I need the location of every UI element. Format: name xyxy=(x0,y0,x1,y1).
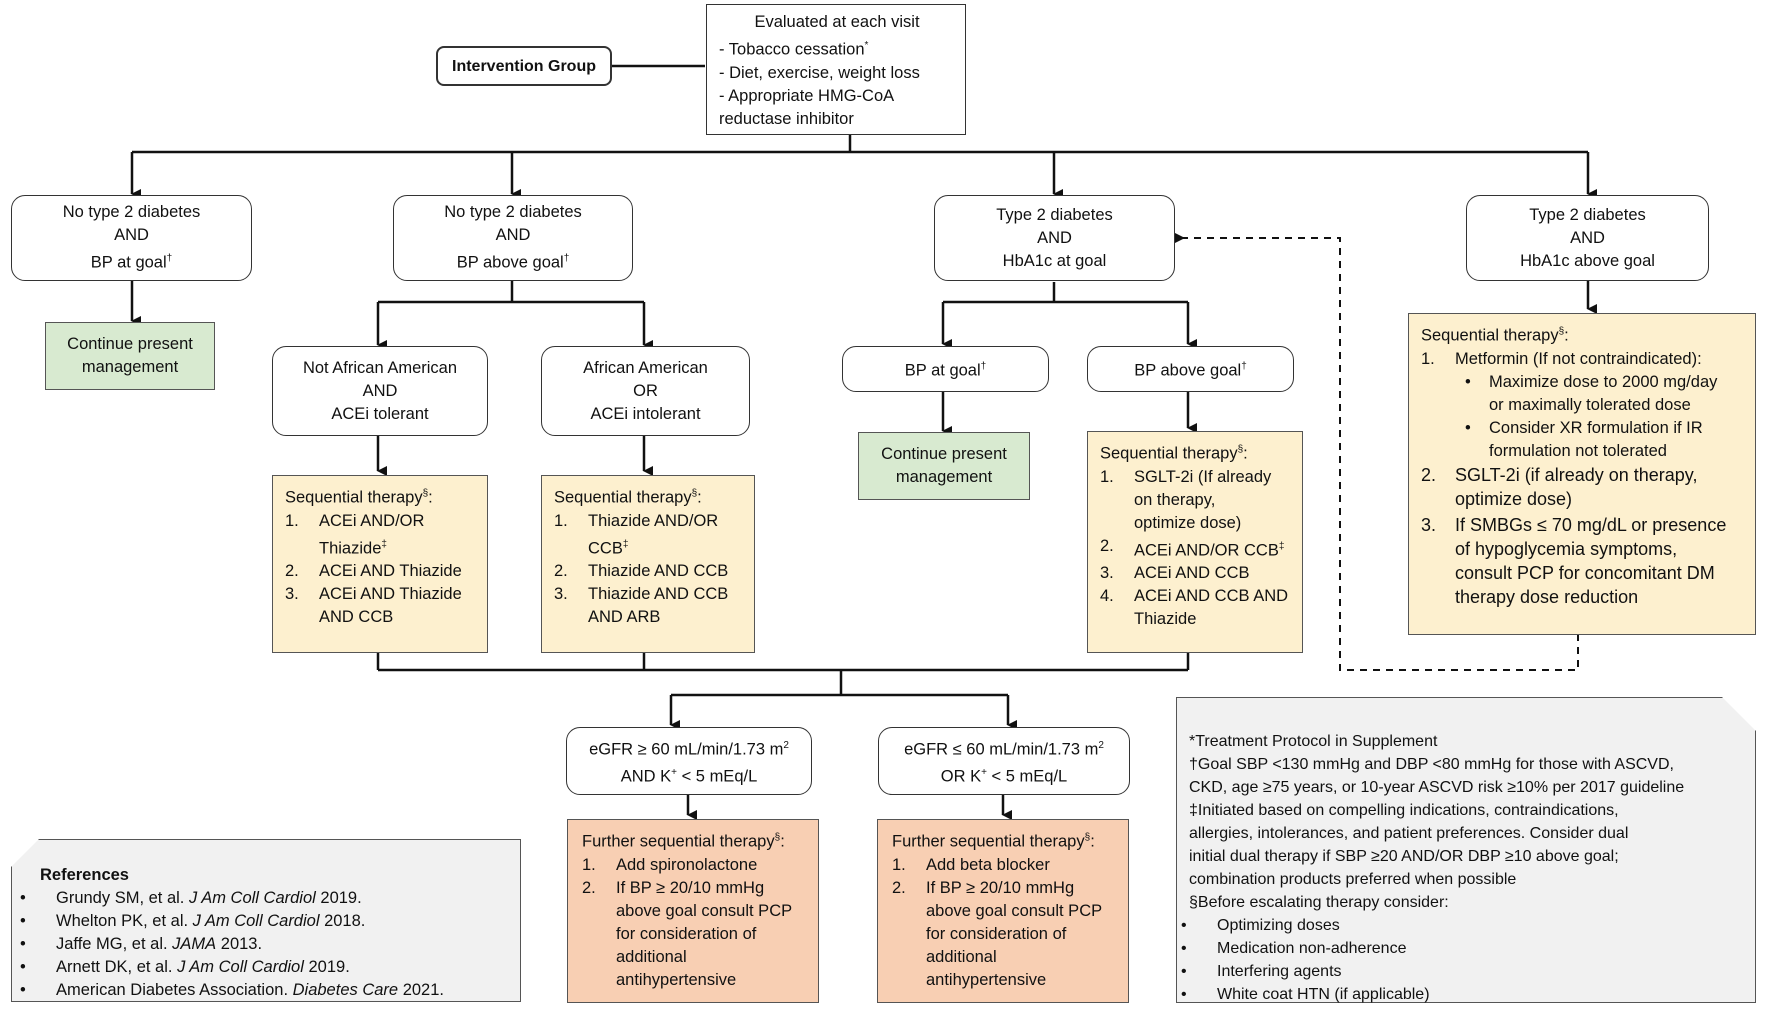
category-line: Type 2 diabetes xyxy=(996,205,1113,224)
continue-line: management xyxy=(895,468,993,486)
therapy-step: 2.Thiazide AND CCB xyxy=(554,562,729,580)
note-protocol: *Treatment Protocol in Supplement xyxy=(1189,733,1438,750)
decision-line: Not African American xyxy=(302,358,458,377)
evaluation-line-statin: - Appropriate HMG-CoA xyxy=(719,86,895,105)
further-therapy-title: Further sequential therapy§: xyxy=(892,832,1095,851)
references-box: References Grundy SM, et al. J Am Coll C… xyxy=(11,839,521,1002)
sequential-therapy-title: Sequential therapy§: xyxy=(1100,444,1248,463)
decision-line: African American xyxy=(583,358,708,377)
category-diabetes-hba1c-at-goal: Type 2 diabetes AND HbA1c at goal xyxy=(934,195,1175,281)
bp-above-goal-box: BP above goal† xyxy=(1087,346,1294,392)
reference-item: Grundy SM, et al. J Am Coll Cardiol 2019… xyxy=(16,887,508,910)
sequential-therapy-title: Sequential therapy§: xyxy=(554,488,702,507)
continue-line: management xyxy=(81,358,179,376)
note-initiated: ‡Initiated based on compelling indicatio… xyxy=(1189,802,1629,888)
decision-line: AND xyxy=(362,381,398,400)
further-therapy-high: Further sequential therapy§: 1.Add spiro… xyxy=(567,819,819,1003)
evaluation-line-statin-cont: reductase inhibitor xyxy=(719,109,854,128)
reference-item: Whelton PK, et al. J Am Coll Cardiol 201… xyxy=(16,910,508,933)
bp-above-goal-label: BP above goal† xyxy=(1134,361,1247,380)
sequential-therapy-hba1c-above-goal: Sequential therapy§: 1.Metformin (If not… xyxy=(1408,313,1756,635)
category-line: BP above goal† xyxy=(456,253,570,272)
category-line: No type 2 diabetes xyxy=(62,203,201,222)
category-diabetes-hba1c-above-goal: Type 2 diabetes AND HbA1c above goal xyxy=(1466,195,1709,281)
decision-line: OR xyxy=(633,381,658,400)
decision-line: ACEi tolerant xyxy=(331,404,429,423)
reference-item: Jaffe MG, et al. JAMA 2013. xyxy=(16,933,508,956)
category-line: No type 2 diabetes xyxy=(444,203,582,222)
category-line: AND xyxy=(114,226,149,245)
therapy-step: 1.Add spironolactone xyxy=(582,855,758,874)
sequential-therapy-title: Sequential therapy§: xyxy=(285,488,433,507)
evaluation-line-diet: - Diet, exercise, weight loss xyxy=(719,63,920,82)
category-line: AND xyxy=(1037,228,1072,247)
category-line: Type 2 diabetes xyxy=(1529,205,1646,224)
notes-box: *Treatment Protocol in Supplement †Goal … xyxy=(1176,697,1756,1003)
decision-line: ACEi intolerant xyxy=(590,404,701,423)
african-american-box: African American OR ACEi intolerant xyxy=(541,346,750,436)
sequential-therapy-bp-above-goal: Sequential therapy§: 1.SGLT-2i (If alrea… xyxy=(1087,431,1303,653)
category-no-diabetes-bp-at-goal: No type 2 diabetes AND BP at goal† xyxy=(11,195,252,281)
note-escalation: §Before escalating therapy consider: xyxy=(1189,894,1449,911)
evaluation-title: Evaluated at each visit xyxy=(754,13,920,31)
references-title: References xyxy=(40,866,129,884)
category-line: HbA1c above goal xyxy=(1520,251,1655,270)
sequential-therapy-title: Sequential therapy§: xyxy=(1421,326,1569,345)
category-line: BP at goal† xyxy=(90,253,173,272)
therapy-substep: Consider XR formulation if IRformulation… xyxy=(1455,417,1743,463)
reference-item: Arnett DK, et al. J Am Coll Cardiol 2019… xyxy=(16,956,508,979)
egfr-line: eGFR ≥ 60 mL/min/1.73 m2 xyxy=(589,739,789,759)
bp-at-goal-box: BP at goal† xyxy=(842,346,1049,392)
therapy-step: 2.SGLT-2i (if already on therapy,optimiz… xyxy=(1421,464,1698,509)
egfr-line: AND K+ < 5 mEq/L xyxy=(620,767,758,786)
therapy-step: 3.ACEi AND CCB xyxy=(1100,564,1250,582)
not-african-american-box: Not African American AND ACEi tolerant xyxy=(272,346,488,436)
egfr-low-box: eGFR ≤ 60 mL/min/1.73 m2 OR K+ < 5 mEq/L xyxy=(878,727,1130,795)
continue-line: Continue present xyxy=(67,335,193,353)
therapy-step: 2.ACEi AND Thiazide xyxy=(285,562,462,580)
note-bullet: Medication non-adherence xyxy=(1177,937,1745,960)
therapy-step: 2.ACEi AND/OR CCB‡ xyxy=(1100,536,1285,560)
continue-line: Continue present xyxy=(881,445,1007,463)
note-bullet: White coat HTN (if applicable) xyxy=(1177,983,1745,1006)
category-line: AND xyxy=(495,226,531,245)
intervention-group-label: Intervention Group xyxy=(452,57,596,75)
reference-item: American Diabetes Association. Diabetes … xyxy=(16,979,508,1002)
therapy-step: 1.Add beta blocker xyxy=(892,855,1050,874)
category-line: HbA1c at goal xyxy=(1002,251,1107,270)
egfr-high-box: eGFR ≥ 60 mL/min/1.73 m2 AND K+ < 5 mEq/… xyxy=(566,727,812,795)
evaluation-line-tobacco: - Tobacco cessation* xyxy=(719,40,869,59)
note-bullet: Interfering agents xyxy=(1177,960,1745,983)
egfr-line: OR K+ < 5 mEq/L xyxy=(940,767,1068,786)
continue-management-box-1: Continue present management xyxy=(45,322,215,390)
evaluation-box: Evaluated at each visit - Tobacco cessat… xyxy=(706,4,966,135)
category-line: AND xyxy=(1570,228,1605,247)
note-goal: †Goal SBP <130 mmHg and DBP <80 mmHg for… xyxy=(1189,756,1685,796)
therapy-step: 1.Metformin (If not contraindicated): Ma… xyxy=(1421,348,1743,463)
further-therapy-low: Further sequential therapy§: 1.Add beta … xyxy=(877,819,1129,1003)
category-no-diabetes-bp-above-goal: No type 2 diabetes AND BP above goal† xyxy=(393,195,633,281)
note-bullet: Optimizing doses xyxy=(1177,914,1745,937)
egfr-line: eGFR ≤ 60 mL/min/1.73 m2 xyxy=(904,739,1104,759)
further-therapy-title: Further sequential therapy§: xyxy=(582,832,785,851)
intervention-group-box: Intervention Group xyxy=(436,46,612,86)
bp-at-goal-label: BP at goal† xyxy=(904,361,987,380)
continue-management-box-2: Continue present management xyxy=(858,432,1030,500)
